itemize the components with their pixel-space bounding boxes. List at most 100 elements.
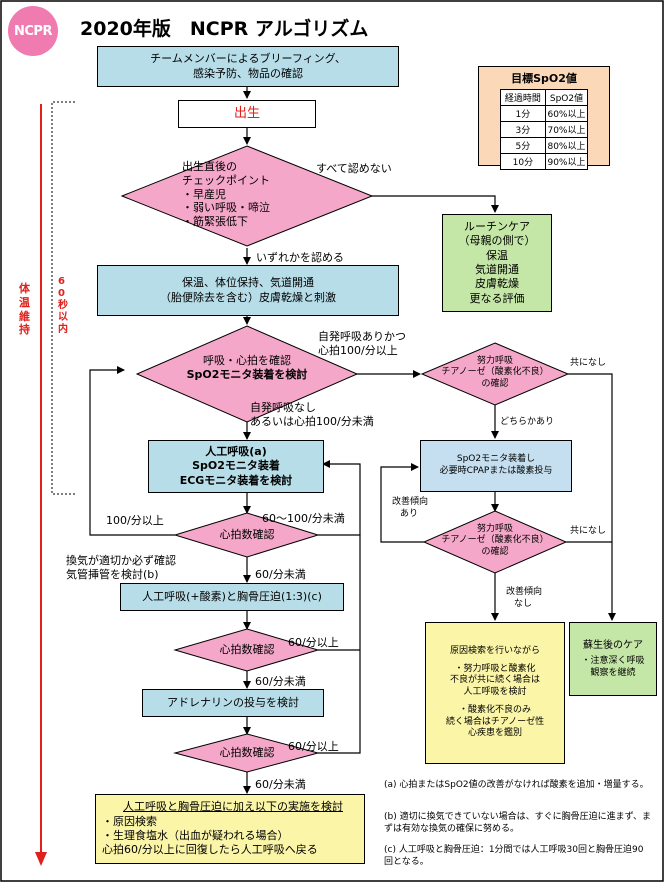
cause-line: 原因検索を行いながら [449, 646, 540, 657]
resp-hr-diamond [135, 325, 359, 423]
post-care-line: 蘇生後のケア [583, 639, 643, 651]
ppv-line: 人工呼吸(a) [205, 445, 267, 459]
spo2-cell: 80%以上 [544, 137, 589, 154]
edge-effort2-loop [380, 463, 424, 543]
edge-label-hr-lt60-3: 60/分未満 [255, 778, 306, 791]
spo2-header-value: SpO2値 [544, 89, 589, 106]
briefing-line: 感染予防、物品の確認 [193, 66, 303, 80]
routine-line: 保温 [486, 248, 508, 262]
ventilation-line: 換気が適切か必ず確認 [66, 554, 176, 567]
checkpoint-diamond [120, 145, 374, 247]
edge-label-hr-60plus-3: 60/分以上 [288, 740, 339, 753]
ppv-line: SpO2モニタ装着 [192, 459, 280, 473]
ppv-line: ECGモニタ装着を検討 [179, 473, 293, 487]
edge-label-either-present: どちらかあり [500, 417, 555, 427]
edge-hr3-back [318, 535, 361, 754]
checkpoint-line: 出生直後の [182, 160, 237, 173]
improving-line: あり [400, 508, 419, 519]
briefing-box: チームメンバーによるブリーフィング、 感染予防、物品の確認 [97, 46, 399, 87]
page-title: 2020年版 NCPR アルゴリズム [80, 18, 369, 40]
final-line: ・原因検索 [102, 814, 157, 828]
time-axis-arrowhead [35, 852, 47, 866]
final-line: ・生理食塩水（出血が疑われる場合） [102, 829, 289, 842]
temperature-maintenance-label: 体温維持 [19, 282, 30, 337]
effort-line: の確認 [481, 378, 509, 389]
cause-line: 続く場合はチアノーゼ性 [445, 716, 545, 727]
effort-diamond-1 [420, 342, 570, 406]
effort-check-text-2: 努力呼吸 チアノーゼ（酸素化不良） の確認 [430, 524, 560, 558]
hr-check-diamond-3 [173, 733, 320, 773]
edge-hr1-ppv [318, 460, 361, 536]
cause-line: 心疾患を鑑別 [467, 728, 522, 739]
spo2-header-time: 経過時間 [499, 89, 546, 106]
initial-steps-line: （胎便除去を含む）皮膚乾燥と刺激 [160, 290, 336, 304]
birth-box: 出生 [178, 100, 316, 128]
cause-line: 人工呼吸を検討 [463, 687, 527, 698]
spo2-table-title: 目標SpO2値 [511, 72, 577, 85]
sixty-seconds-label: 60秒以内 [58, 276, 68, 335]
no-spont-line: あるいは心拍100/分未満 [250, 415, 374, 429]
spo2-cell: 3分 [499, 121, 546, 138]
birth-label: 出生 [233, 105, 260, 121]
routine-line: 気道開通 [475, 263, 519, 276]
cause-line: ・努力呼吸と酸素化 [454, 663, 536, 674]
checkpoint-line: ・弱い呼吸・啼泣 [182, 201, 270, 215]
ncpr-logo: NCPR [8, 6, 58, 56]
cause-line: 不良が共に続く場合は [449, 675, 540, 686]
cause-search-box: 原因検索を行いながら ・努力呼吸と酸素化 不良が共に続く場合は 人工呼吸を検討 … [425, 622, 565, 764]
effort-line: 努力呼吸 [476, 356, 513, 366]
spont-ok-line: 自発呼吸ありかつ [318, 330, 406, 343]
hr-check-label-2: 心拍数確認 [219, 643, 275, 656]
spo2-cell: 1分 [499, 105, 546, 122]
footnote-b: (b) 適切に換気できていない場合は、すぐに胸骨圧迫に進まず、まずは有効な換気の… [384, 812, 651, 834]
spo2-cell: 5分 [499, 137, 546, 154]
final-box: 人工呼吸と胸骨圧迫に加え以下の実施を検討 ・原因検索 ・生理食塩水（出血が疑われ… [95, 794, 365, 864]
routine-line: 皮膚乾燥 [475, 277, 519, 291]
ventilation-line: 気管挿管を検討(b) [66, 567, 159, 581]
adrenaline-label: アドレナリンの投与を検討 [167, 695, 299, 709]
hr-check-label-3: 心拍数確認 [219, 746, 275, 759]
resp-hr-line: 呼吸・心拍を確認 [203, 354, 291, 367]
spo2-cell: 10分 [499, 153, 546, 170]
edge-label-hr-lt60-2: 60/分未満 [255, 675, 306, 688]
spo2-cpap-line: SpO2モニタ装着し [456, 454, 536, 465]
no-spont-line: 自発呼吸なし [250, 401, 316, 414]
resp-hr-text: 呼吸・心拍を確認 SpO2モニタ装着を検討 [162, 354, 332, 382]
edge-label-both-absent-2: 共になし [570, 526, 607, 536]
effort-check-text-1: 努力呼吸 チアノーゼ（酸素化不良） の確認 [430, 356, 560, 390]
hr-check-diamond-2 [173, 628, 320, 672]
edge-label-any-present: いずれかを認める [256, 251, 344, 264]
cause-line: ・酸素化不良のみ [458, 704, 531, 715]
edge-label-all-absent: すべて認めない [316, 162, 392, 175]
checkpoint-line: ・早産児 [182, 187, 226, 201]
edge-label-hr-60-100: 60〜100/分未満 [262, 512, 345, 525]
edge-label-hr-60plus-2: 60/分以上 [288, 636, 339, 649]
edge-label-no-spont: 自発呼吸なし あるいは心拍100/分未満 [250, 401, 374, 430]
routine-line: ルーチンケア [464, 220, 530, 234]
edge-label-hr-lt60-1: 60/分未満 [255, 568, 306, 581]
edge-label-not-improving: 改善傾向 なし [506, 587, 542, 610]
ppv-box: 人工呼吸(a) SpO2モニタ装着 ECGモニタ装着を検討 [148, 440, 324, 493]
footnote-c: (c) 人工呼吸と胸骨圧迫：1分間では人工呼吸30回と胸骨圧迫90回となる。 [384, 845, 644, 867]
routine-care-box: ルーチンケア （母親の側で） 保温 気道開通 皮膚乾燥 更なる評価 [442, 214, 552, 312]
initial-steps-box: 保温、体位保持、気道開通 （胎便除去を含む）皮膚乾燥と刺激 [97, 265, 399, 316]
spont-ok-line: 心拍100/分以上 [318, 344, 398, 358]
routine-line: 更なる評価 [469, 291, 525, 305]
ppv-cc-label: 人工呼吸(+酸素)と胸骨圧迫(1:3)(c) [142, 589, 322, 603]
checkpoint-line: チェックポイント [182, 173, 270, 187]
checkpoint-line: ・筋緊張低下 [182, 215, 248, 228]
adrenaline-box: アドレナリンの投与を検討 [142, 689, 324, 717]
edge-label-improving: 改善傾向 あり [392, 497, 428, 520]
initial-steps-line: 保温、体位保持、気道開通 [182, 276, 314, 290]
ventilation-check-text: 換気が適切か必ず確認 気管挿管を検討(b) [66, 554, 226, 582]
hr-check-diamond-1 [173, 512, 320, 558]
post-resuscitation-care-box: 蘇生後のケア ・注意深く呼吸 観察を継続 [569, 622, 657, 696]
briefing-line: チームメンバーによるブリーフィング、 [150, 52, 346, 66]
not-improving-line: 改善傾向 [506, 587, 543, 597]
spo2-cpap-line: 必要時CPAPまたは酸素投与 [439, 466, 553, 476]
